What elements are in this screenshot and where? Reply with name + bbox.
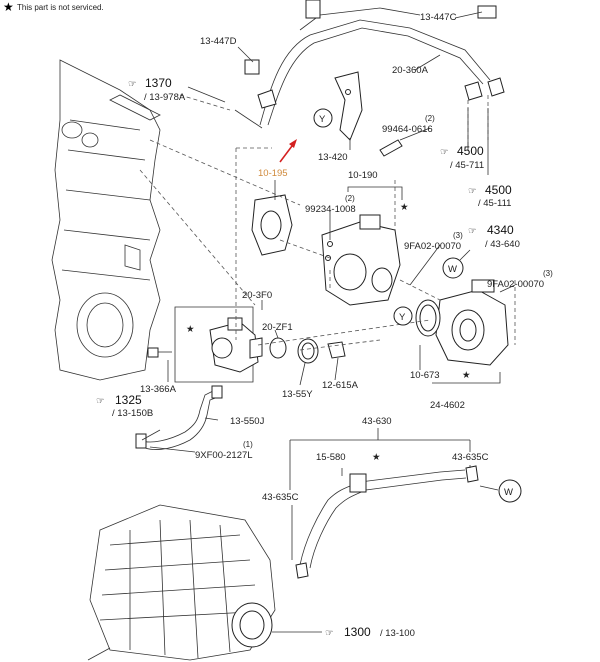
y-marker-label: Y	[399, 312, 406, 323]
ref-13-978A[interactable]: / 13-978A	[144, 92, 186, 103]
callout-43-635C-right: 43-635C	[452, 452, 489, 463]
ref-13-100[interactable]: / 13-100	[380, 628, 415, 639]
gasket-10-673-drawing	[415, 299, 441, 337]
callout-99234-1008: 99234-1008	[305, 204, 356, 215]
intake-manifold-drawing	[87, 504, 276, 661]
valve-body-10-190-drawing	[321, 214, 401, 306]
ref-4340[interactable]: 4340	[487, 223, 514, 237]
star-icon: ★	[3, 0, 14, 14]
star-icon: ★	[372, 452, 381, 463]
w-marker-label: W	[448, 264, 457, 275]
w-marker-label: W	[504, 487, 513, 498]
callout-13-447C: 13-447C	[420, 12, 457, 23]
ref-group-4500-a[interactable]: ☞ 4500 / 45-711	[440, 144, 484, 171]
ref-4500-b[interactable]: 4500	[485, 183, 512, 197]
callout-24-4602: 24-4602	[430, 400, 465, 411]
w-marker-1: W	[442, 257, 464, 279]
callout-9FA02-a-count: (3)	[453, 231, 463, 240]
callout-99234-count: (2)	[345, 194, 355, 203]
callout-15-580: 15-580	[316, 452, 346, 463]
callout-9XF-count: (1)	[243, 440, 253, 449]
ref-group-4340[interactable]: ☞ 4340 / 43-640	[468, 223, 520, 250]
callout-9FA02-00070-b: 9FA02-00070	[487, 279, 544, 290]
callout-9FA02-b-count: (3)	[543, 269, 553, 278]
y-marker-1: Y	[313, 108, 333, 128]
hand-pointer-icon: ☞	[468, 186, 477, 197]
engine-block-drawing	[51, 59, 161, 381]
ref-4500-a[interactable]: 4500	[457, 144, 484, 158]
hand-pointer-icon: ☞	[128, 79, 137, 90]
ref-group-4500-b[interactable]: ☞ 4500 / 45-111	[468, 183, 512, 209]
callout-13-550J: 13-550J	[230, 416, 265, 427]
callout-43-635C-left: 43-635C	[262, 492, 299, 503]
hose-13-550J-drawing	[135, 385, 223, 450]
ref-43-640[interactable]: / 43-640	[485, 239, 520, 250]
star-icon: ★	[462, 370, 471, 381]
bolt-13-366A-drawing	[147, 347, 172, 358]
legend: ★ This part is not serviced.	[3, 0, 104, 14]
callout-20-ZF1: 20-ZF1	[262, 322, 293, 333]
callout-10-190: 10-190	[348, 170, 378, 181]
y-marker-2: Y	[393, 306, 413, 326]
callout-20-3F0: 20-3F0	[242, 290, 272, 301]
callout-13-55Y: 13-55Y	[282, 389, 313, 400]
callout-20-360A: 20-360A	[392, 65, 429, 76]
star-icon: ★	[186, 324, 195, 335]
vent-hose-drawing	[234, 0, 505, 129]
callout-13-447D: 13-447D	[200, 36, 237, 47]
callout-9XF00-2127L: 9XF00-2127L	[195, 450, 253, 461]
star-icon: ★	[400, 202, 409, 213]
callout-9FA02-00070-a: 9FA02-00070	[404, 241, 461, 252]
ref-group-1300[interactable]: ☞ 1300 / 13-100	[325, 625, 415, 639]
red-arrow-icon	[279, 139, 297, 163]
callout-13-420: 13-420	[318, 152, 348, 163]
ref-45-111[interactable]: / 45-111	[478, 198, 511, 209]
valve-20-3F0-drawing	[174, 306, 287, 383]
callout-99464-count: (2)	[425, 114, 435, 123]
callout-43-630: 43-630	[362, 416, 392, 427]
callout-10-673: 10-673	[410, 370, 440, 381]
ref-group-1325[interactable]: ☞ 1325 / 13-150B	[96, 393, 153, 419]
hand-pointer-icon: ☞	[468, 226, 477, 237]
hose-15-580-drawing	[295, 465, 479, 579]
legend-text: This part is not serviced.	[17, 3, 104, 12]
ref-1325[interactable]: 1325	[115, 393, 142, 407]
callout-13-366A: 13-366A	[140, 384, 177, 395]
hand-pointer-icon: ☞	[96, 396, 105, 407]
w-marker-2: W	[498, 479, 522, 503]
clamp-drawing	[297, 338, 346, 364]
callout-10-195-highlighted: 10-195	[258, 168, 288, 179]
ref-13-150B[interactable]: / 13-150B	[112, 408, 153, 419]
leader-lines	[141, 11, 516, 633]
y-marker-label: Y	[319, 114, 326, 125]
hand-pointer-icon: ☞	[440, 147, 449, 158]
gasket-10-195-drawing	[251, 194, 293, 256]
hand-pointer-icon: ☞	[325, 628, 334, 639]
bracket-13-420-drawing	[334, 71, 403, 157]
ref-1300[interactable]: 1300	[344, 625, 371, 639]
callout-12-615A: 12-615A	[322, 380, 359, 391]
ref-45-711[interactable]: / 45-711	[450, 160, 484, 171]
ref-1370[interactable]: 1370	[145, 76, 172, 90]
flange-24-4602-drawing	[435, 279, 509, 366]
callout-99464-0616: 99464-0616	[382, 124, 433, 135]
ref-group-1370[interactable]: ☞ 1370 / 13-978A	[128, 76, 186, 103]
